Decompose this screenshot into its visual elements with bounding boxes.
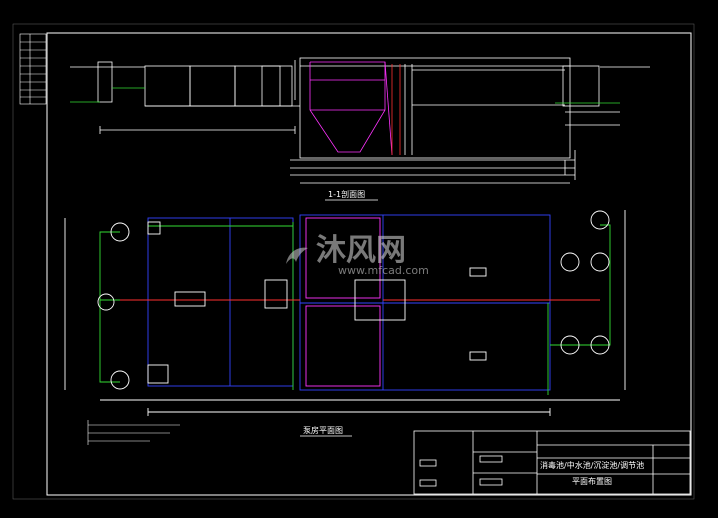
sheet-outer-frame — [12, 23, 695, 500]
title-block — [413, 430, 691, 495]
section-title: 1-1剖面图 — [328, 190, 366, 199]
watermark-brand: 沐风网 — [316, 233, 406, 268]
mfcad-logo-icon — [282, 242, 312, 272]
drawing-name: 消毒池/中水池/沉淀池/调节池 — [540, 461, 645, 470]
plan-title: 泵房平面图 — [303, 426, 343, 435]
binding-strip — [19, 33, 47, 105]
sheet-border — [46, 32, 692, 496]
notes-legend — [87, 420, 180, 445]
plan-view — [64, 210, 626, 416]
section-view — [70, 57, 650, 184]
sheet-name: 平面布置图 — [572, 477, 612, 486]
watermark-url: www.mfcad.com — [338, 264, 429, 277]
